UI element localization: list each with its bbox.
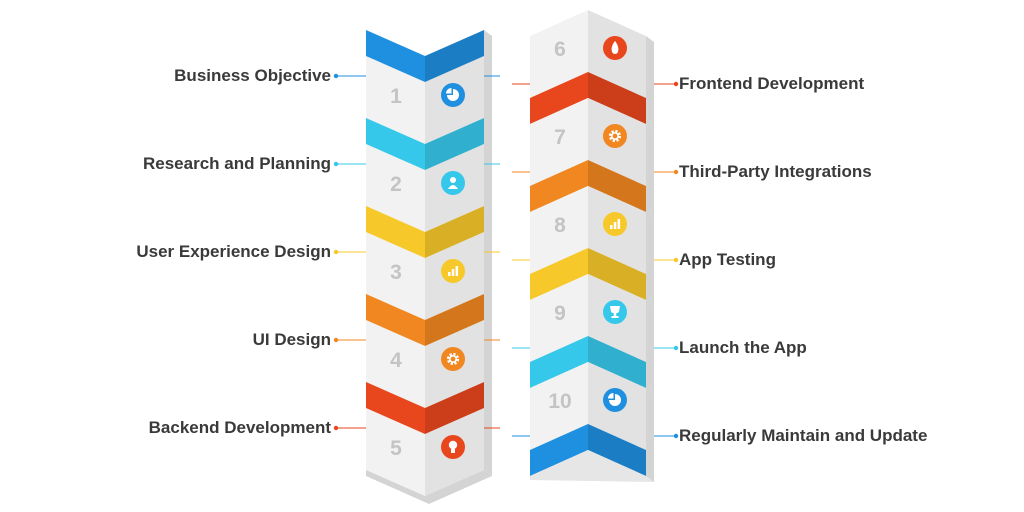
segment-side-shadow <box>646 212 654 306</box>
segment-side-shadow <box>484 30 492 124</box>
connector-dot <box>673 169 679 175</box>
chevron-segment: 4 <box>366 294 492 408</box>
step-number: 8 <box>554 214 566 237</box>
chevron-segment: 3 <box>366 206 492 320</box>
segment-face-left <box>530 98 588 186</box>
segment-color-band-left <box>366 118 425 170</box>
segment-color-band-right <box>425 30 484 82</box>
chevron-segment: 2 <box>366 118 492 232</box>
step-label: Third-Party Integrations <box>679 162 872 181</box>
chevron-segment: 5 <box>366 382 492 496</box>
step-label: UI Design <box>252 330 331 349</box>
connector-dot <box>673 433 679 439</box>
segment-side-shadow <box>484 382 492 476</box>
column-bottom-cap <box>366 470 492 504</box>
step-label: User Experience Design <box>136 242 331 261</box>
lightbulb-icon <box>441 435 465 459</box>
step-label: Backend Development <box>148 418 331 437</box>
chevron-segment: 10 <box>530 362 654 482</box>
segment-color-band-right <box>588 336 646 388</box>
segment-color-band-right <box>425 382 484 434</box>
step-label: Research and Planning <box>143 154 331 173</box>
segment-color-band-right <box>588 72 646 124</box>
segment-face-left <box>366 408 425 496</box>
connector-dot <box>673 257 679 263</box>
connector-dot <box>333 249 339 255</box>
segment-color-band-left <box>530 424 588 476</box>
segment-face-left <box>530 186 588 274</box>
segment-color-band-right <box>425 206 484 258</box>
connector-dot <box>333 337 339 343</box>
step-number: 2 <box>390 173 402 196</box>
step-number: 7 <box>554 126 566 149</box>
step-number: 6 <box>554 38 566 61</box>
pie-chart-icon <box>603 388 627 412</box>
chevron-segment: 1 <box>366 30 492 144</box>
user-icon <box>441 171 465 195</box>
step-label: Regularly Maintain and Update <box>679 426 928 445</box>
chevron-segment: 7 <box>530 98 654 218</box>
trophy-icon <box>603 300 627 324</box>
segment-side-shadow <box>646 124 654 218</box>
step-label: App Testing <box>679 250 776 269</box>
step-label: Frontend Development <box>679 74 865 93</box>
segment-side-shadow <box>646 36 654 130</box>
step-label: Business Objective <box>174 66 331 85</box>
step-number: 5 <box>390 437 402 460</box>
segment-color-band-right <box>425 294 484 346</box>
segment-color-band-left <box>530 336 588 388</box>
segment-color-band-right <box>425 118 484 170</box>
step-number: 4 <box>390 349 402 372</box>
connector-dot <box>673 81 679 87</box>
segment-side-shadow <box>484 206 492 300</box>
bar-chart-icon <box>603 212 627 236</box>
segment-side-shadow <box>484 118 492 212</box>
connector-dot <box>673 345 679 351</box>
segment-face-left <box>366 144 425 232</box>
segment-color-band-left <box>530 248 588 300</box>
chevron-segment: 8 <box>530 186 654 306</box>
segment-face-left <box>530 362 588 450</box>
connector-dot <box>333 425 339 431</box>
connector-dot <box>333 73 339 79</box>
gear-icon <box>603 124 627 148</box>
chevron-segment: 6 <box>530 10 654 130</box>
connector-dot <box>333 161 339 167</box>
segment-color-band-left <box>366 206 425 258</box>
segment-color-band-right <box>588 160 646 212</box>
pie-chart-icon <box>441 83 465 107</box>
step-number: 3 <box>390 261 402 284</box>
chevron-segment: 9 <box>530 274 654 394</box>
segment-color-band-left <box>530 72 588 124</box>
segment-color-band-right <box>588 248 646 300</box>
step-number: 10 <box>548 390 571 413</box>
flame-icon <box>603 36 627 60</box>
segment-face-left <box>366 56 425 144</box>
segment-color-band-left <box>366 30 425 82</box>
segment-face-left <box>366 232 425 320</box>
segment-color-band-left <box>366 382 425 434</box>
segment-face-left <box>366 320 425 408</box>
segment-side-shadow <box>484 294 492 388</box>
segment-face-left <box>530 10 588 98</box>
segment-side-shadow <box>646 388 654 482</box>
bar-chart-icon <box>441 259 465 283</box>
segment-color-band-left <box>530 160 588 212</box>
column-bottom-edge <box>530 450 654 482</box>
segment-side-shadow <box>646 300 654 394</box>
step-number: 1 <box>390 85 402 108</box>
step-label: Launch the App <box>679 338 807 357</box>
gear-icon <box>441 347 465 371</box>
segment-color-band-right <box>588 424 646 476</box>
segment-face-left <box>530 274 588 362</box>
step-number: 9 <box>554 302 566 325</box>
segment-color-band-left <box>366 294 425 346</box>
